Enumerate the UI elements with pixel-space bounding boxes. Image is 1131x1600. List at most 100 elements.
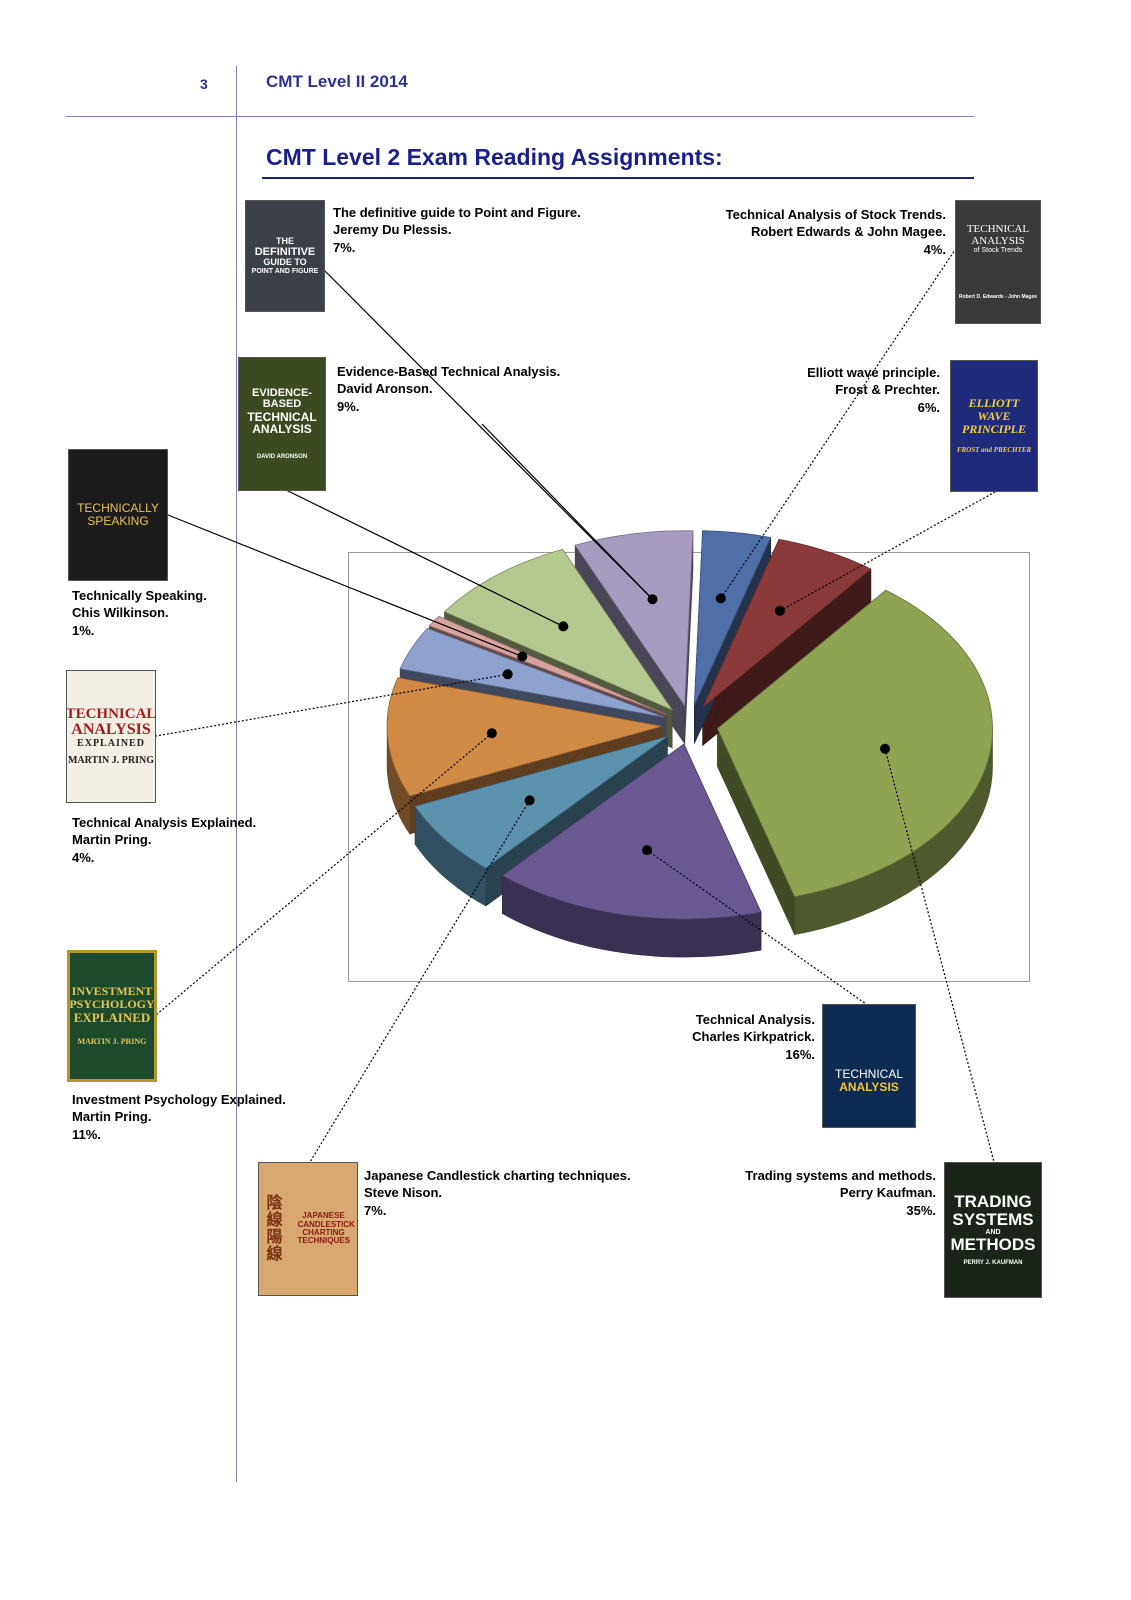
pie-slice <box>693 530 772 706</box>
leader-line <box>155 673 508 737</box>
pie-slice <box>414 736 668 869</box>
margin-rule <box>236 116 237 1482</box>
book-cover-technical-analysis-explained: TECHNICAL ANALYSIS EXPLAINED MARTIN J. P… <box>66 670 156 803</box>
cover-line: 陰 <box>266 1193 283 1213</box>
cover-line: ANALYSIS <box>971 234 1025 247</box>
cover-line: DEFINITIVE <box>254 245 316 258</box>
leader-line <box>779 491 996 612</box>
book-title: Technical Analysis Explained. <box>72 815 257 830</box>
book-cover-elliott-wave: ELLIOTT WAVE PRINCIPLE FROST and PRECHTE… <box>950 360 1038 492</box>
book-author: Steve Nison. <box>364 1185 443 1200</box>
leader-line <box>309 800 531 1163</box>
leader-line <box>155 732 493 1016</box>
book-cover-evidence-based: EVIDENCE-BASED TECHNICAL ANALYSIS DAVID … <box>238 357 326 491</box>
cover-line: FROST and PRECHTER <box>956 446 1032 455</box>
pie-slice <box>386 677 663 797</box>
leader-line <box>884 748 995 1163</box>
cover-line: POINT AND FIGURE <box>251 267 319 275</box>
book-label-technical-analysis-kirkpatrick: Technical Analysis. Charles Kirkpatrick.… <box>692 1011 815 1063</box>
cover-line: EXPLAINED <box>77 738 145 750</box>
cover-line: THE <box>276 236 294 247</box>
book-title: Technical Analysis of Stock Trends. <box>725 207 946 222</box>
pie-slice <box>501 743 762 920</box>
book-cover-investment-psychology: INVESTMENT PSYCHOLOGY EXPLAINED MARTIN J… <box>67 950 157 1082</box>
book-title: Trading systems and methods. <box>745 1168 936 1183</box>
cover-line: TECHNICAL <box>966 223 1030 236</box>
book-title: Technical Analysis. <box>695 1012 815 1027</box>
page-heading: CMT Level 2 Exam Reading Assignments: <box>266 144 723 170</box>
pie-slice-marker <box>774 605 785 616</box>
page-number: 3 <box>200 76 208 92</box>
leader-line <box>281 487 564 627</box>
pie-slice-marker <box>558 621 569 632</box>
book-title: Evidence-Based Technical Analysis. <box>337 364 561 379</box>
book-percent: 16%. <box>785 1047 815 1062</box>
pie-slice-marker <box>647 594 658 605</box>
cover-line: SYSTEMS <box>952 1210 1034 1230</box>
cover-line: ANALYSIS <box>839 1080 899 1094</box>
cover-line: DAVID ARONSON <box>256 453 308 460</box>
cover-line: METHODS <box>950 1235 1036 1255</box>
cover-line: TECHNICAL <box>66 705 156 722</box>
cover-line: TECHNICAL <box>247 409 317 424</box>
cover-line: TECHNICALLY <box>77 501 159 516</box>
pie-slice <box>717 589 993 898</box>
book-title: Technically Speaking. <box>72 588 207 603</box>
book-percent: 4%. <box>72 850 95 865</box>
pie-slice <box>399 627 665 718</box>
cover-line: ELLIOTT <box>968 396 1020 411</box>
pie-slice-marker <box>880 743 890 754</box>
leader-line <box>321 267 653 600</box>
book-label-technically-speaking: Technically Speaking. Chis Wilkinson. 1%… <box>72 587 207 639</box>
book-author: Jeremy Du Plessis. <box>333 222 452 237</box>
book-label-elliott-wave: Elliott wave principle. Frost & Prechter… <box>807 364 940 416</box>
cover-line: MARTIN J. PRING <box>67 754 155 766</box>
pie-slice-marker <box>524 795 535 806</box>
book-percent: 6%. <box>917 400 940 415</box>
pie-slice-marker <box>517 651 528 662</box>
book-label-trading-systems: Trading systems and methods. Perry Kaufm… <box>745 1167 936 1219</box>
book-title: Investment Psychology Explained. <box>72 1092 286 1107</box>
leader-line <box>481 423 653 600</box>
cover-line: AND <box>985 1229 1001 1237</box>
book-percent: 7%. <box>333 240 356 255</box>
book-percent: 11%. <box>72 1127 101 1142</box>
cover-line: SPEAKING <box>87 514 149 528</box>
cover-line: of Stock Trends <box>973 247 1023 255</box>
book-author: Martin Pring. <box>72 832 152 847</box>
book-author: Robert Edwards & John Magee. <box>750 224 946 239</box>
book-author: Chis Wilkinson. <box>72 605 169 620</box>
book-label-stock-trends: Technical Analysis of Stock Trends. Robe… <box>726 206 946 258</box>
cover-line: PERRY J. KAUFMAN <box>963 1260 1023 1267</box>
header-title: CMT Level II 2014 <box>266 72 408 91</box>
leader-line <box>167 514 523 658</box>
book-author: David Aronson. <box>337 381 433 396</box>
pie-slice-marker <box>642 845 652 856</box>
book-title: Elliott wave principle. <box>807 365 940 380</box>
book-percent: 4%. <box>923 242 946 257</box>
cover-line: 陽 <box>266 1227 283 1246</box>
header-rule <box>66 116 974 117</box>
cover-line: ANALYSIS <box>71 721 151 739</box>
book-label-investment-psychology: Investment Psychology Explained. Martin … <box>72 1091 286 1143</box>
cover-line: ANALYSIS <box>252 422 312 437</box>
book-cover-japanese-candlestick: 陰 線 陽 線 JAPANESE CANDLESTICK CHARTING TE… <box>258 1162 358 1296</box>
cover-line: PRINCIPLE <box>961 421 1026 436</box>
book-author: Charles Kirkpatrick. <box>692 1029 815 1044</box>
cover-line: GUIDE TO <box>263 257 307 268</box>
pie-slice-marker <box>715 593 726 604</box>
heading-underline <box>262 177 974 179</box>
pie-slice <box>443 548 674 711</box>
cover-line: PSYCHOLOGY <box>69 996 155 1011</box>
cover-line: EVIDENCE-BASED <box>252 386 312 411</box>
leader-line <box>720 249 956 599</box>
header-divider <box>236 66 237 116</box>
cover-line: TRADING <box>954 1192 1032 1212</box>
book-cover-trading-systems: TRADING SYSTEMS AND METHODS PERRY J. KAU… <box>944 1162 1042 1298</box>
book-percent: 1%. <box>72 623 95 638</box>
book-author: Frost & Prechter. <box>835 382 940 397</box>
book-percent: 9%. <box>337 399 360 414</box>
book-label-point-and-figure: The definitive guide to Point and Figure… <box>333 204 581 256</box>
book-percent: 7%. <box>364 1203 387 1218</box>
